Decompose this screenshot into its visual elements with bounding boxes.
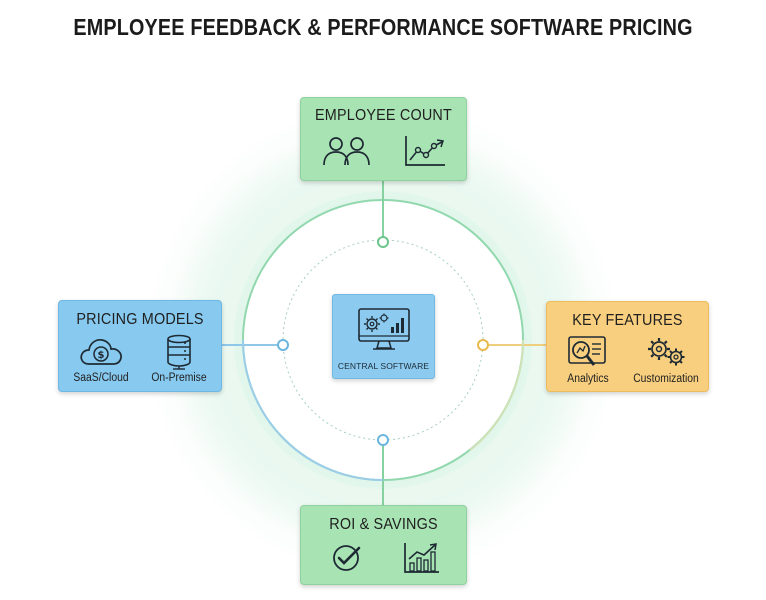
central-software-label: CENTRAL SOFTWARE bbox=[337, 361, 430, 371]
svg-text:$: $ bbox=[98, 350, 105, 361]
central-software-box: CENTRAL SOFTWARE bbox=[332, 294, 435, 379]
checkmark-circle-icon bbox=[333, 545, 361, 571]
employee-count-box: EMPLOYEE COUNT bbox=[300, 97, 467, 181]
outer-ring-yellow-arc bbox=[469, 339, 525, 451]
gears-icon bbox=[648, 338, 685, 366]
server-icon bbox=[167, 334, 191, 370]
node-dot-right bbox=[477, 339, 489, 351]
on-premise-label: On-Premise bbox=[151, 372, 207, 384]
saas-cloud-label: SaaS/Cloud bbox=[73, 372, 129, 384]
node-dot-top bbox=[377, 236, 389, 248]
people-icon bbox=[323, 137, 370, 166]
growth-chart-icon bbox=[405, 136, 445, 166]
pricing-models-title: PRICING MODELS bbox=[76, 311, 204, 328]
customization-label: Customization bbox=[633, 373, 699, 385]
monitor-gears-chart-icon bbox=[358, 308, 410, 350]
node-dot-left bbox=[277, 339, 289, 351]
analytics-label: Analytics bbox=[567, 373, 609, 385]
roi-savings-box: ROI & SAVINGS bbox=[300, 505, 467, 585]
page-title: EMPLOYEE FEEDBACK & PERFORMANCE SOFTWARE… bbox=[73, 14, 693, 40]
employee-count-title: EMPLOYEE COUNT bbox=[315, 107, 452, 124]
outer-ring-blue-arc bbox=[242, 339, 384, 481]
analytics-magnifier-icon bbox=[568, 336, 606, 366]
roi-savings-title: ROI & SAVINGS bbox=[329, 516, 438, 533]
key-features-box: KEY FEATURES Analytics Customization bbox=[546, 301, 709, 392]
key-features-title: KEY FEATURES bbox=[572, 312, 683, 329]
bar-chart-growth-icon bbox=[404, 543, 439, 573]
node-dot-bottom bbox=[377, 434, 389, 446]
pricing-models-box: PRICING MODELS $ SaaS/Cloud On-Premise bbox=[58, 300, 222, 392]
cloud-dollar-icon: $ bbox=[80, 339, 122, 365]
